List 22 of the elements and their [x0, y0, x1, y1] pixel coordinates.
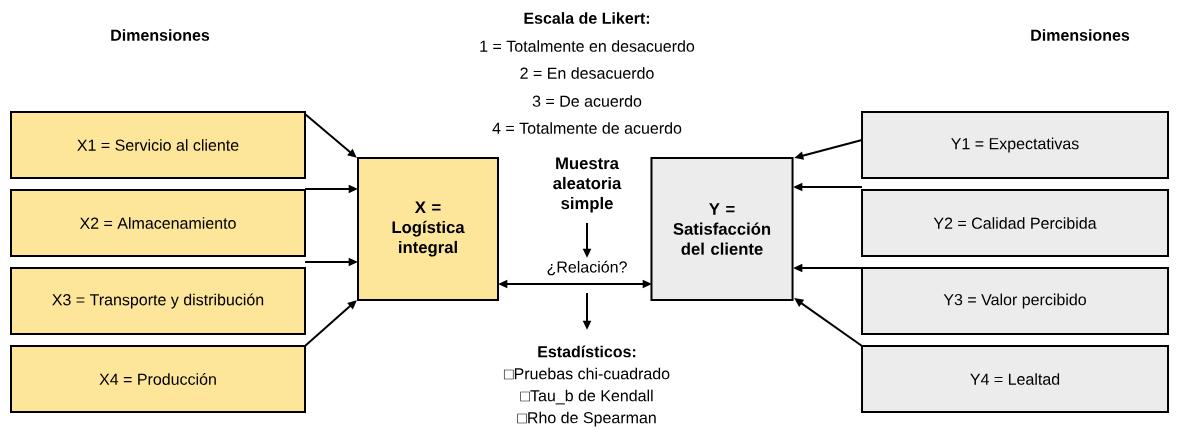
- heading: Dimensiones: [1031, 29, 1130, 41]
- arrow: [304, 113, 357, 158]
- variable-box: X = Logística integral: [357, 157, 499, 301]
- scale-text: 1 = Totalmente en desacuerdo: [480, 40, 695, 52]
- scale-text: 3 = De acuerdo: [532, 95, 642, 107]
- dimension-box: Y3 = Valor percibido: [861, 267, 1169, 335]
- statistics-list: Estadísticos: □Pruebas chi-cuadrado □Tau_b de Kendall □Rho de Spearman: [503, 345, 670, 427]
- dimension-box: X1 = Servicio al cliente: [10, 111, 306, 179]
- note-text: ¿Relación?: [547, 260, 627, 276]
- note-text: Muestra aleatoria simple: [553, 157, 622, 213]
- heading: Escala de Likert:: [524, 12, 650, 24]
- scale-text: 4 = Totalmente de acuerdo: [492, 122, 682, 134]
- dimension-box: Y2 = Calidad Percibida: [861, 189, 1169, 257]
- dimension-box: X3 = Transporte y distribución: [10, 267, 306, 335]
- dimension-box: Y1 = Expectativas: [861, 111, 1169, 179]
- dimension-box: X4 = Producción: [10, 345, 306, 413]
- variable-box: Y = Satisfacción del cliente: [650, 157, 794, 301]
- dimension-box: Y4 = Lealtad: [861, 345, 1169, 413]
- dimension-box: X2 = Almacenamiento: [10, 189, 306, 257]
- arrow: [304, 300, 357, 347]
- heading: Dimensiones: [111, 29, 210, 41]
- scale-text: 2 = En desacuerdo: [520, 67, 654, 79]
